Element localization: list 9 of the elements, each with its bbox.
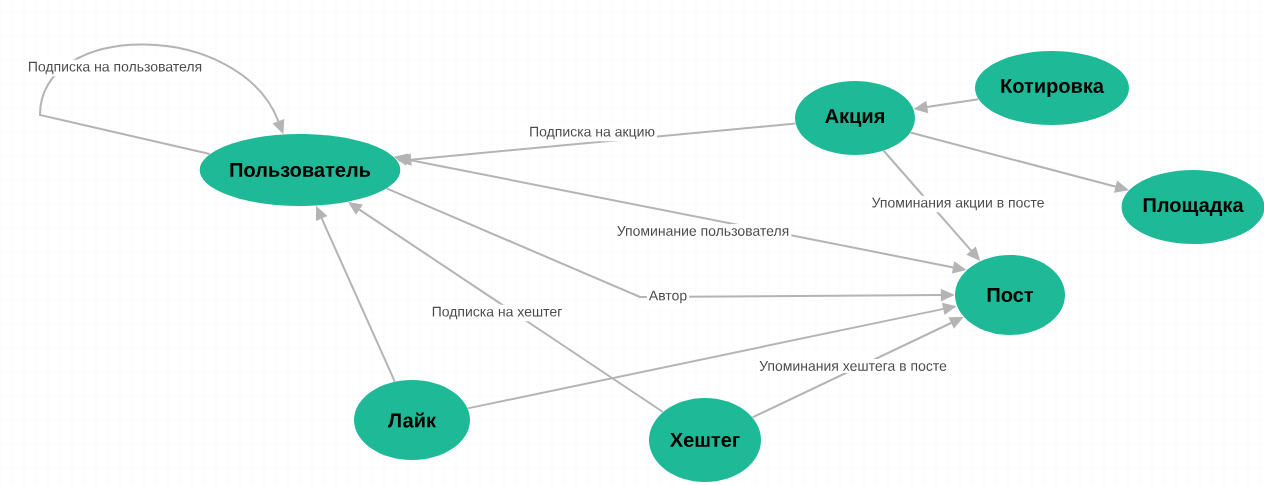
edge-label: Упоминания хештега в посте xyxy=(757,359,949,373)
ellipse-node: Котировка xyxy=(975,51,1129,125)
ellipse-node: Лайк xyxy=(354,380,470,460)
ellipse-node: Хештег xyxy=(649,398,761,482)
ellipse-node: Пользователь xyxy=(199,134,401,206)
ellipse-node: Акция xyxy=(795,81,915,155)
arrow xyxy=(39,43,285,156)
ellipse-node: Пост xyxy=(955,255,1065,335)
edge-label: Упоминание пользователя xyxy=(614,224,792,238)
